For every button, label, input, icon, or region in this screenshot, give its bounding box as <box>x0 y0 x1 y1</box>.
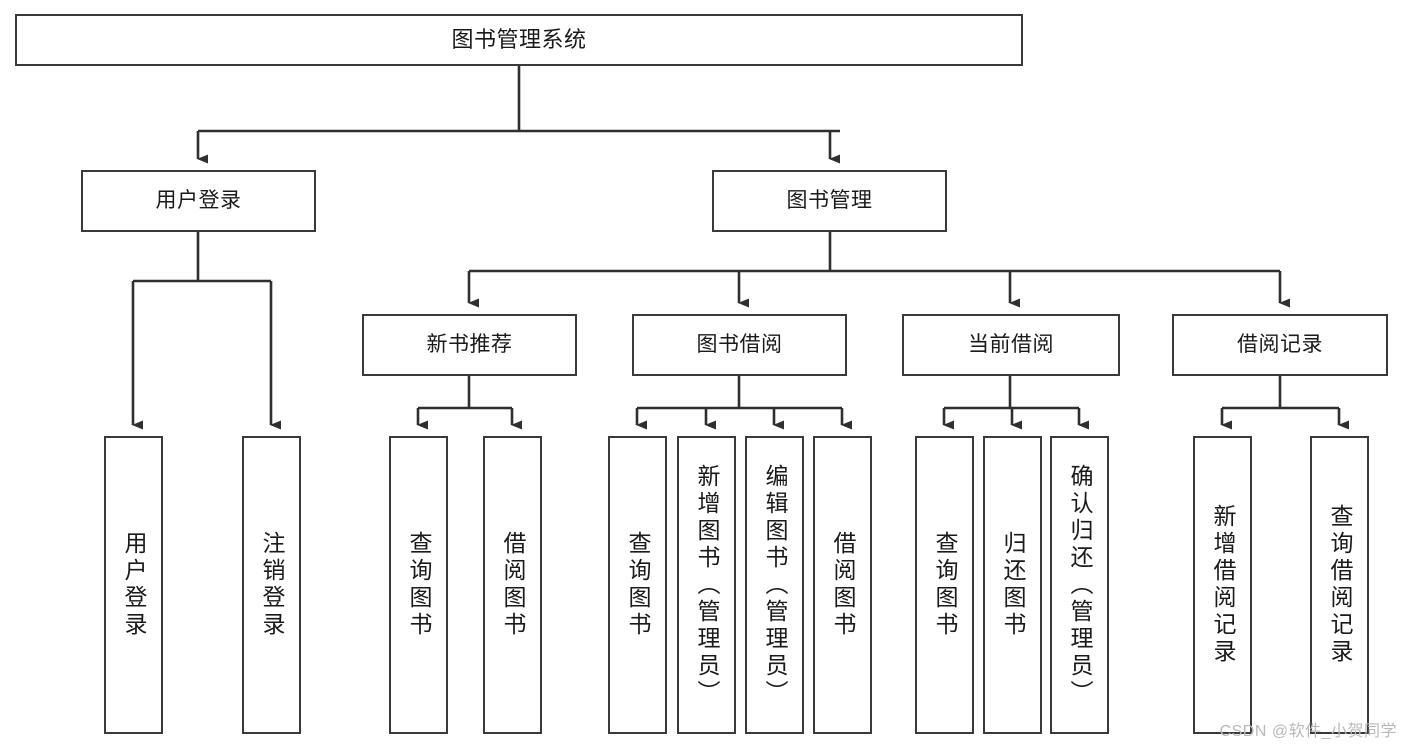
node-label: 编辑图书（管理员） <box>762 463 788 707</box>
node-label: 当前借阅 <box>968 332 1054 356</box>
node-label: 新增图书（管理员） <box>694 463 720 707</box>
leaf-node-query-borrowing-record[interactable]: 查询借阅记录 <box>1310 436 1369 734</box>
node-label: 图书管理 <box>786 188 873 212</box>
node-book-management[interactable]: 图书管理 <box>712 170 947 232</box>
leaf-node-add-book-admin[interactable]: 新增图书（管理员） <box>677 436 736 734</box>
leaf-node-logout-login[interactable]: 注销登录 <box>242 436 301 734</box>
node-label: 查询图书 <box>406 531 432 639</box>
leaf-node-query-book-current[interactable]: 查询图书 <box>915 436 974 734</box>
node-current-borrowing[interactable]: 当前借阅 <box>902 314 1120 376</box>
node-borrowing-record[interactable]: 借阅记录 <box>1172 314 1388 376</box>
node-label: 查询图书 <box>932 531 958 639</box>
leaf-node-add-borrowing-record[interactable]: 新增借阅记录 <box>1193 436 1252 734</box>
node-label: 查询借阅记录 <box>1327 504 1353 666</box>
leaf-node-return-book[interactable]: 归还图书 <box>983 436 1042 734</box>
leaf-node-borrow-book-borrowing[interactable]: 借阅图书 <box>813 436 872 734</box>
leaf-node-query-book-borrowing[interactable]: 查询图书 <box>608 436 667 734</box>
node-label: 确认归还（管理员） <box>1067 463 1093 707</box>
leaf-node-user-login[interactable]: 用户登录 <box>104 436 163 734</box>
node-label: 注销登录 <box>259 531 285 639</box>
node-label: 图书管理系统 <box>451 27 587 53</box>
node-label: 借阅记录 <box>1237 332 1323 356</box>
leaf-node-borrow-book-recommendation[interactable]: 借阅图书 <box>483 436 542 734</box>
node-label: 用户登录 <box>121 531 147 639</box>
node-label: 用户登录 <box>155 188 242 212</box>
leaf-node-query-book-recommendation[interactable]: 查询图书 <box>389 436 448 734</box>
leaf-node-edit-book-admin[interactable]: 编辑图书（管理员） <box>745 436 804 734</box>
node-user-login[interactable]: 用户登录 <box>81 170 316 232</box>
node-label: 借阅图书 <box>830 531 856 639</box>
node-label: 归还图书 <box>1000 531 1026 639</box>
csdn-watermark: CSDN @软件_小贺同学 <box>1219 723 1397 740</box>
node-label: 新书推荐 <box>426 332 513 356</box>
node-book-borrowing[interactable]: 图书借阅 <box>632 314 847 376</box>
node-label: 借阅图书 <box>500 531 526 639</box>
leaf-node-confirm-return-admin[interactable]: 确认归还（管理员） <box>1050 436 1109 734</box>
node-label: 新增借阅记录 <box>1210 504 1236 666</box>
node-label: 查询图书 <box>625 531 651 639</box>
node-new-book-recommendation[interactable]: 新书推荐 <box>362 314 577 376</box>
node-label: 图书借阅 <box>696 332 783 356</box>
node-root-book-management-system[interactable]: 图书管理系统 <box>15 14 1023 66</box>
